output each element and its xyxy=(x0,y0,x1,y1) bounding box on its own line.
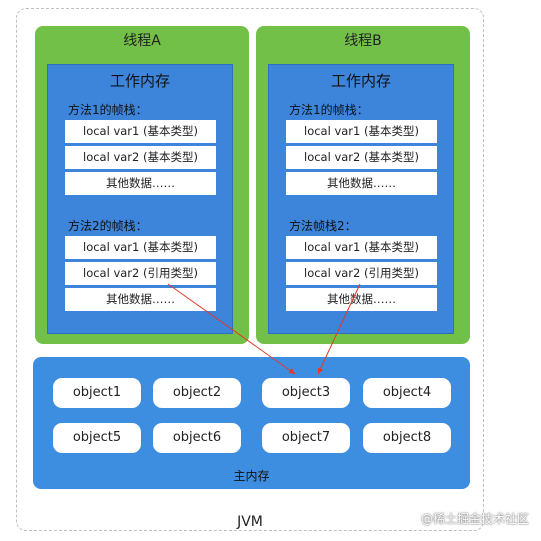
thread-a-work-memory: 工作内存 方法1的帧栈： local var1 (基本类型) local var… xyxy=(47,64,233,334)
object-2: object2 xyxy=(153,378,241,408)
thread-b-reference-arrow xyxy=(317,283,361,375)
thread-a-reference-arrow xyxy=(167,283,296,375)
main-memory: object1 object2 object3 object4 object5 … xyxy=(33,357,470,489)
frame1-title: 方法1的帧栈： xyxy=(68,103,148,117)
object-6: object6 xyxy=(153,423,241,453)
frame2-other-cell: 其他数据…… xyxy=(286,288,437,311)
object-8: object8 xyxy=(363,423,451,453)
main-memory-title: 主内存 xyxy=(233,469,270,483)
object-4: object4 xyxy=(363,378,451,408)
watermark: @稀土掘金技术社区 xyxy=(420,512,529,526)
thread-a: 线程A 工作内存 方法1的帧栈： local var1 (基本类型) local… xyxy=(35,26,249,344)
work-memory-title: 工作内存 xyxy=(109,72,170,90)
frame2-title: 方法2的帧栈： xyxy=(68,219,148,233)
jvm-boundary: JVM xyxy=(16,8,484,531)
frame1-other-cell: 其他数据…… xyxy=(286,172,437,195)
thread-b-work-memory: 工作内存 方法1的帧栈： local var1 (基本类型) local var… xyxy=(268,64,454,334)
object-3: object3 xyxy=(262,378,350,408)
frame1-var1-cell: local var1 (基本类型) xyxy=(65,120,216,143)
object-1: object1 xyxy=(53,378,141,408)
frame1-var2-cell: local var2 (基本类型) xyxy=(65,146,216,169)
frame1-title: 方法1的帧栈： xyxy=(289,103,369,117)
thread-b: 线程B 工作内存 方法1的帧栈： local var1 (基本类型) local… xyxy=(256,26,470,344)
work-memory-title: 工作内存 xyxy=(330,72,391,90)
frame1-var1-cell: local var1 (基本类型) xyxy=(286,120,437,143)
frame2-title: 方法帧栈2： xyxy=(289,219,357,233)
frame2-var2-cell: local var2 (引用类型) xyxy=(65,262,216,285)
frame1-var2-cell: local var2 (基本类型) xyxy=(286,146,437,169)
object-5: object5 xyxy=(53,423,141,453)
object-7: object7 xyxy=(262,423,350,453)
frame2-other-cell: 其他数据…… xyxy=(65,288,216,311)
frame2-var2-cell: local var2 (引用类型) xyxy=(286,262,437,285)
thread-b-title: 线程B xyxy=(344,33,382,49)
frame1-other-cell: 其他数据…… xyxy=(65,172,216,195)
frame2-var1-cell: local var1 (基本类型) xyxy=(286,236,437,259)
jvm-label: JVM xyxy=(237,514,263,530)
frame2-var1-cell: local var1 (基本类型) xyxy=(65,236,216,259)
thread-a-title: 线程A xyxy=(123,33,161,49)
